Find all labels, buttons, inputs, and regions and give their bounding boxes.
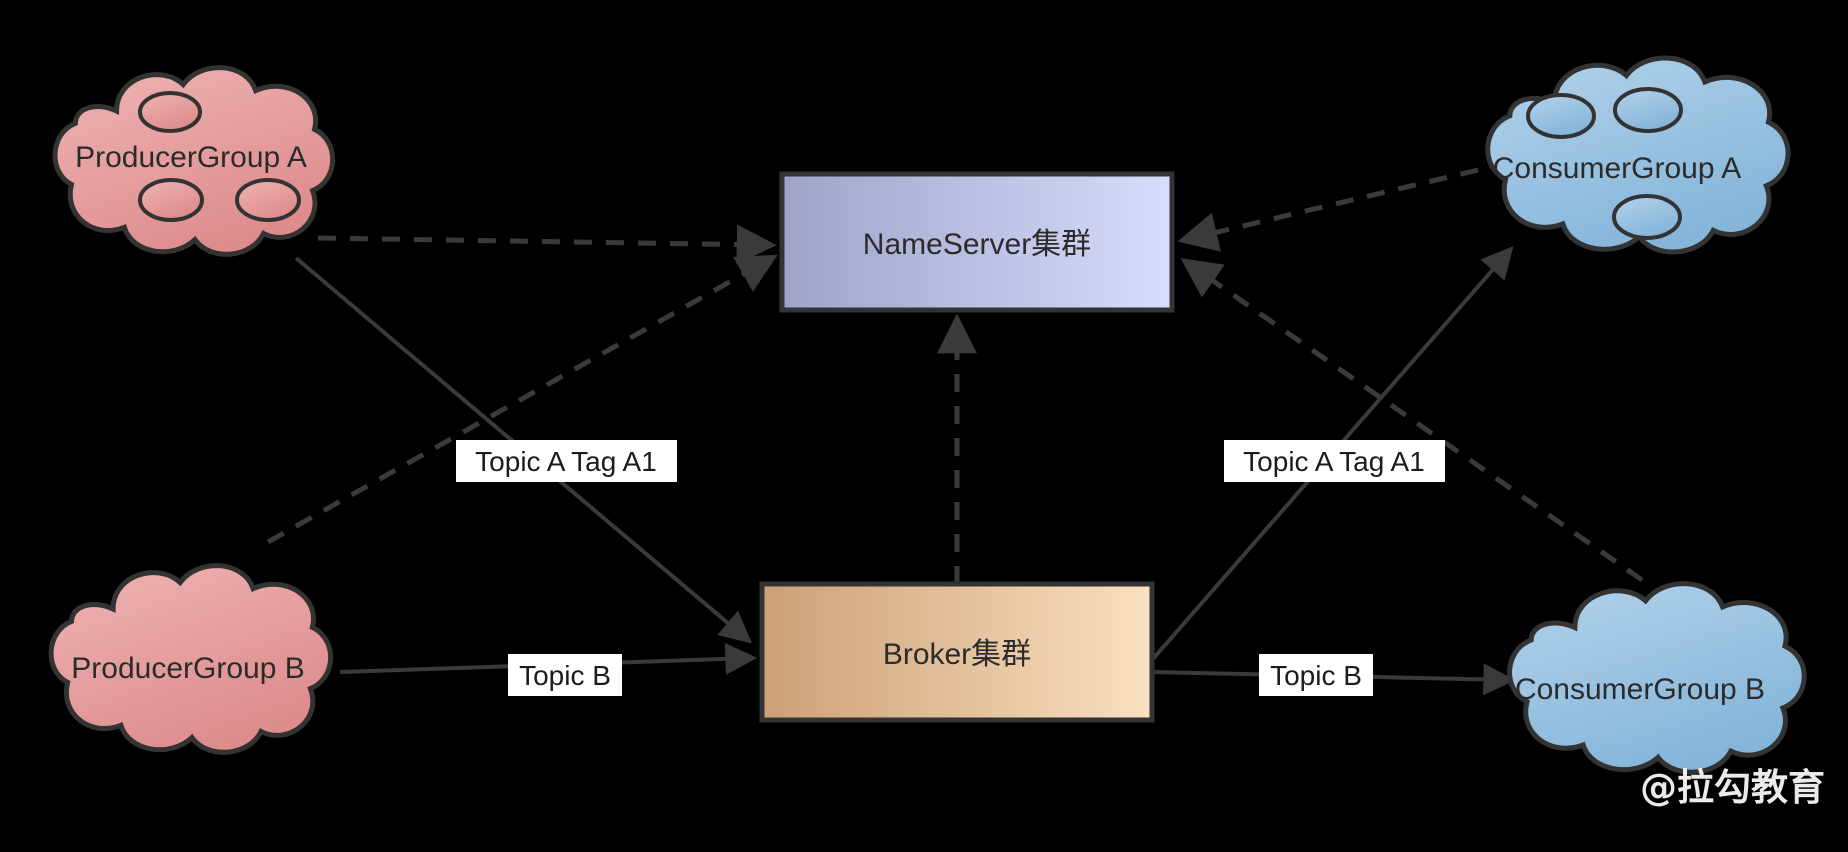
node-producer-group-a[interactable]: ProducerGroup A: [55, 68, 333, 255]
consumer-group-a-label: ConsumerGroup A: [1493, 152, 1741, 185]
edge-label-topic-a-right-text: Topic A Tag A1: [1243, 446, 1425, 477]
broker-cluster-label: Broker集群: [883, 638, 1031, 671]
nameserver-cluster-box: [779, 171, 1175, 313]
producer-a-instance-2: [138, 178, 204, 222]
consumer-a-instance-1: [1526, 93, 1596, 139]
producer-a-instance-1: [138, 91, 202, 133]
edge-label-topic-a-left-text: Topic A Tag A1: [475, 446, 657, 477]
node-nameserver-cluster[interactable]: NameServer集群: [779, 171, 1175, 313]
edge-consumer-b-to-nameserver[interactable]: [1180, 258, 1644, 583]
watermark-text: @拉勾教育: [1640, 766, 1825, 809]
edge-consumer-a-to-nameserver[interactable]: [1177, 167, 1479, 252]
edge-label-topic-b-right[interactable]: Topic B: [1259, 654, 1373, 696]
edge-label-topic-a-left-bg: [456, 440, 677, 482]
edge-label-topic-a-left[interactable]: Topic A Tag A1: [456, 440, 677, 482]
edge-label-topic-a-right-bg: [1224, 440, 1445, 482]
node-broker-cluster[interactable]: Broker集群: [759, 581, 1155, 723]
edge-label-topic-b-right-bg: [1259, 654, 1373, 696]
node-producer-group-b[interactable]: ProducerGroup B: [51, 566, 331, 753]
edge-labels-layer: Topic A Tag A1 Topic A Tag A1 Topic B To…: [456, 440, 1445, 696]
edge-label-topic-b-right-text: Topic B: [1270, 660, 1362, 691]
consumer-group-b-label: ConsumerGroup B: [1515, 673, 1765, 706]
consumer-a-instance-2: [1613, 87, 1683, 133]
nameserver-cluster-label: NameServer集群: [863, 228, 1091, 261]
edge-label-topic-a-right[interactable]: Topic A Tag A1: [1224, 440, 1445, 482]
producer-group-a-label: ProducerGroup A: [75, 141, 307, 174]
node-consumer-group-b[interactable]: ConsumerGroup B: [1510, 584, 1805, 773]
edge-producer-b-to-nameserver[interactable]: [266, 254, 778, 545]
edge-producer-a-to-nameserver[interactable]: [317, 224, 777, 265]
producer-group-b-label: ProducerGroup B: [71, 652, 304, 685]
broker-cluster-box: [759, 581, 1155, 723]
edge-label-topic-b-left-text: Topic B: [519, 660, 611, 691]
edge-label-topic-b-left[interactable]: Topic B: [508, 654, 622, 696]
consumer-a-instance-3: [1612, 194, 1682, 240]
producer-a-instance-3: [235, 178, 301, 222]
edge-label-topic-b-left-bg: [508, 654, 622, 696]
node-consumer-group-a[interactable]: ConsumerGroup A: [1488, 58, 1788, 252]
